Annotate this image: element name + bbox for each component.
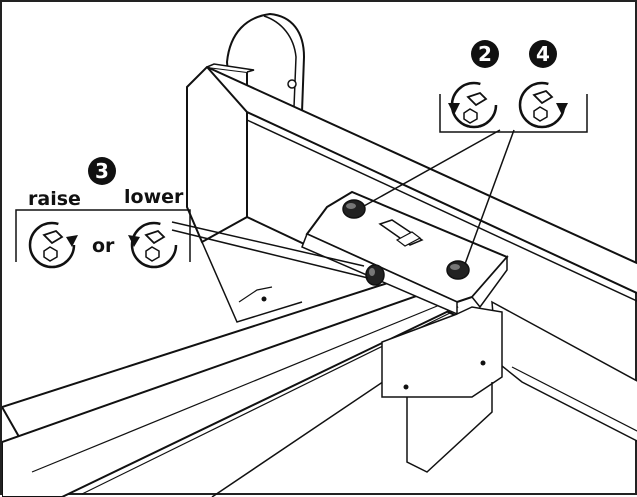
wrench-clockwise-icon [518,81,568,129]
or-label: or [92,235,115,257]
raise-label: raise [28,188,81,210]
lower-beams [2,270,459,497]
wrench-clockwise-icon [128,221,178,269]
bolt-side [365,264,385,286]
wrench-counterclockwise-icon [28,221,78,269]
bolt-left [342,199,366,219]
step-3-badge: 3 [88,157,116,185]
bracket-body [238,286,503,473]
lower-label: lower [124,186,184,208]
step-2-badge: 2 [471,40,499,68]
bolt-right [446,260,470,280]
leader-lines [171,129,515,279]
callout-box-right [439,94,588,133]
wrench-counterclockwise-icon [448,81,498,129]
callout-box-left [15,209,191,262]
right-panel [491,300,637,442]
step-4-badge: 4 [529,40,557,68]
